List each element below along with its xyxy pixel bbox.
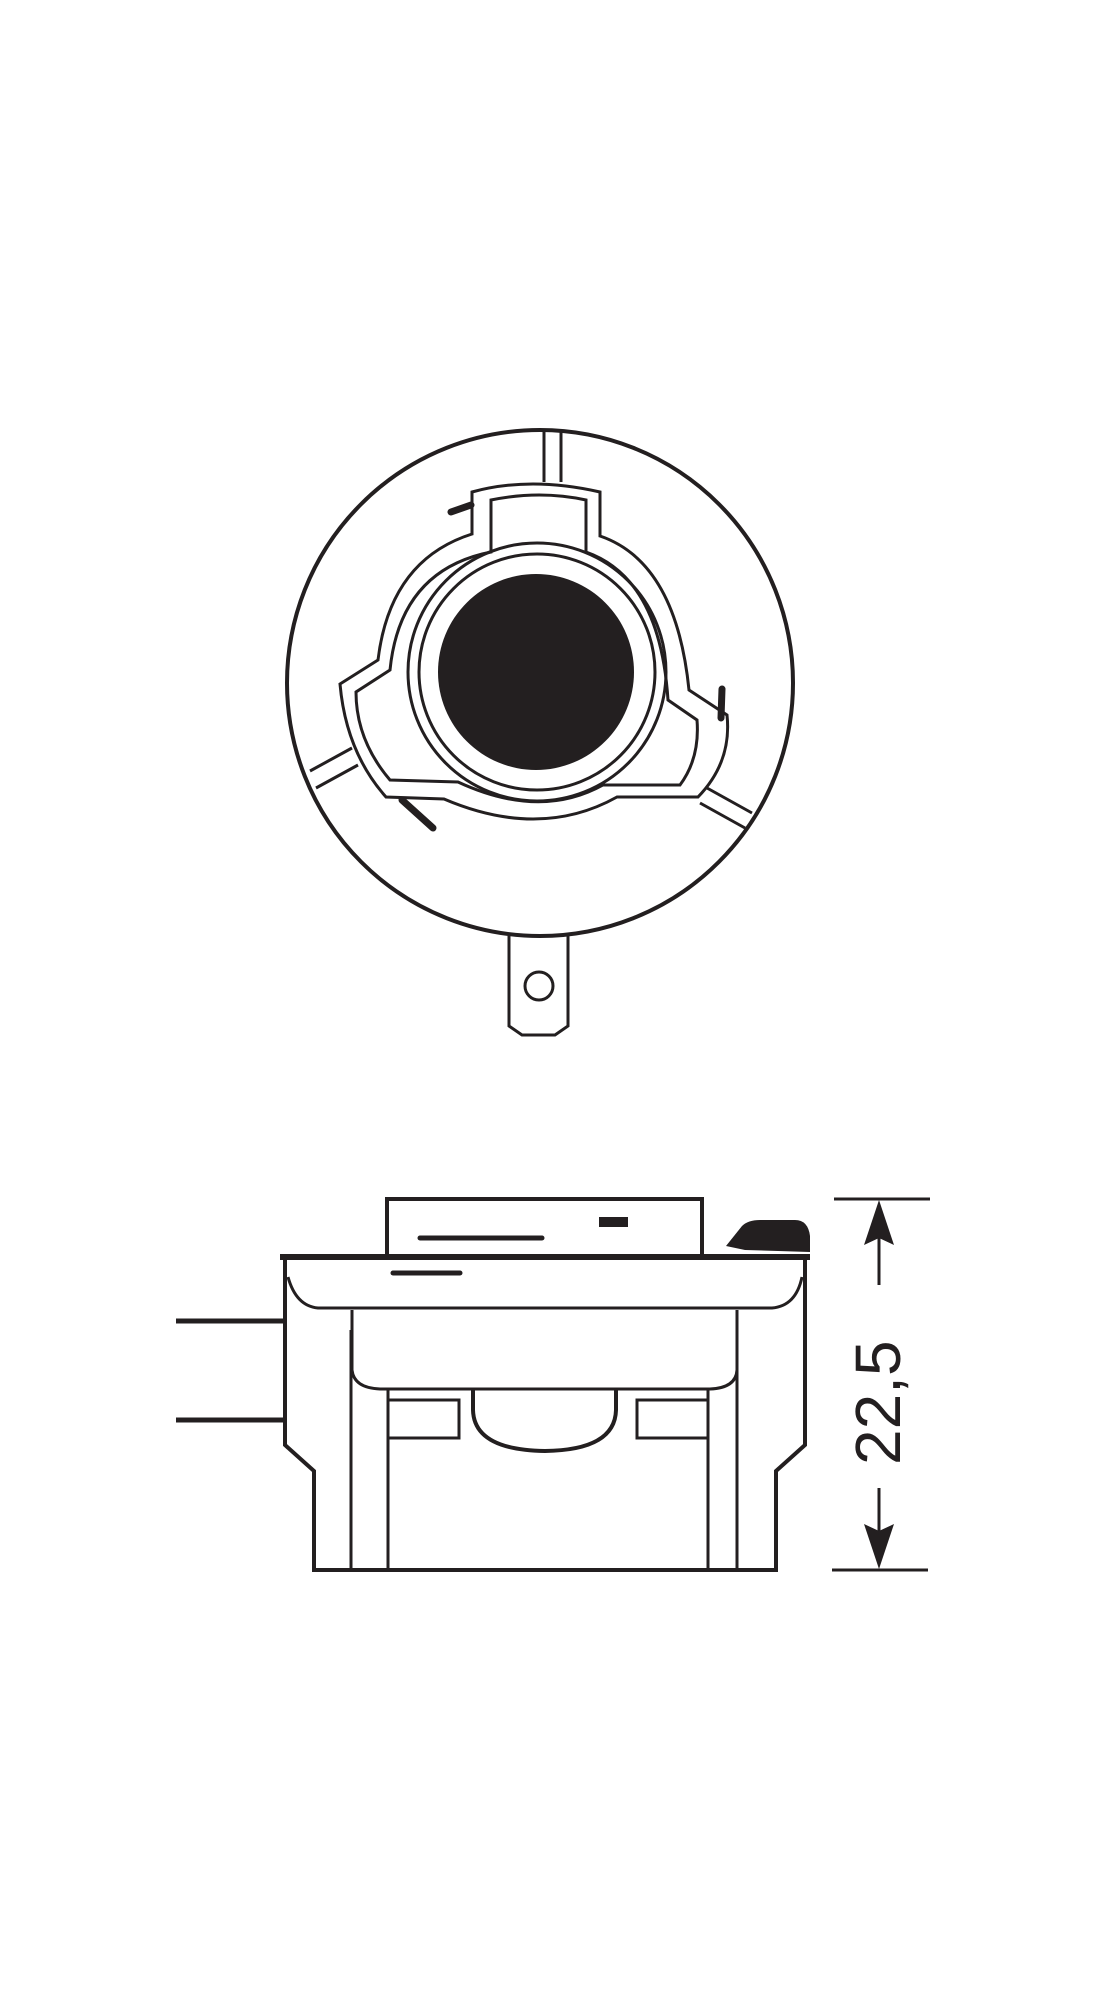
glass-ring-outer bbox=[406, 541, 668, 803]
side-view bbox=[176, 1197, 810, 1572]
lower-right-notch bbox=[699, 786, 753, 830]
window-right bbox=[635, 1398, 710, 1440]
arrow-up-icon bbox=[864, 1200, 894, 1245]
bulb-glass-filled bbox=[438, 574, 634, 770]
terminal-hole bbox=[523, 970, 555, 1002]
top-cap bbox=[385, 1197, 704, 1257]
tab-mark-top-left bbox=[447, 501, 475, 516]
body-outline bbox=[283, 1257, 807, 1572]
inner-housing bbox=[350, 1310, 739, 1391]
arrow-down-icon bbox=[864, 1524, 894, 1569]
tab-mark-right bbox=[717, 685, 726, 722]
window-left bbox=[386, 1398, 461, 1440]
flange-key-tab bbox=[726, 1220, 810, 1252]
flange-underside bbox=[286, 1276, 804, 1310]
dimension-value: 22,5 bbox=[842, 1340, 914, 1465]
glass-ring-inner bbox=[417, 552, 657, 792]
terminal-lug bbox=[507, 936, 570, 1037]
lower-left-notch bbox=[309, 746, 359, 790]
height-dimension: 22,5 bbox=[832, 1197, 930, 1572]
outer-flange-circle bbox=[285, 428, 795, 938]
center-cup bbox=[471, 1389, 618, 1454]
front-view bbox=[285, 428, 795, 1037]
top-notch bbox=[542, 430, 563, 482]
outer-lobed-collar bbox=[338, 482, 730, 821]
cap-mark-small bbox=[599, 1217, 628, 1227]
tab-mark-bottom-left bbox=[398, 796, 437, 832]
